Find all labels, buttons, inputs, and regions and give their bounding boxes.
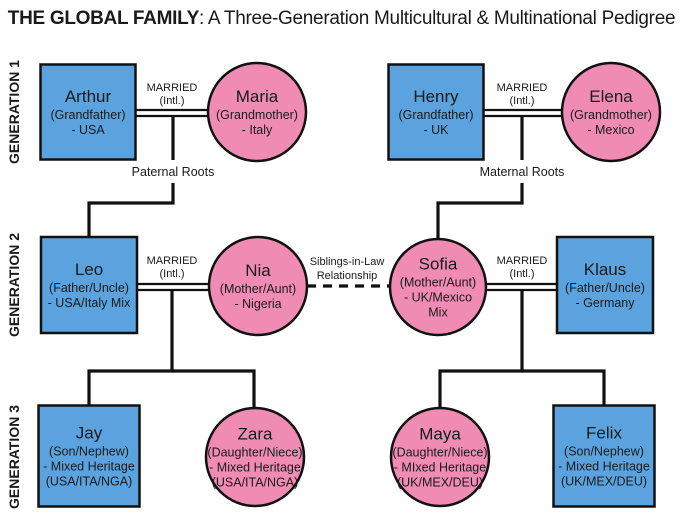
married-label-1: MARRIED (497, 82, 548, 94)
generation-3-label: GENERATION 3 (6, 405, 22, 509)
felix-square-symbol (552, 404, 656, 508)
married-label-0: MARRIED (147, 82, 198, 94)
jay-name: Jay (76, 424, 103, 443)
maria-detail-1: - Italy (242, 123, 273, 137)
descent-line-to-felix (522, 369, 606, 406)
sofia-name: Sofia (419, 255, 458, 274)
felix-name: Felix (586, 424, 622, 443)
person-node-maria: Maria (Grandmother)- Italy (206, 61, 308, 163)
descent-line-maternal-to-sofia (436, 183, 524, 239)
leo-detail-0: (Father/Uncle) (49, 281, 129, 295)
person-node-maya: Maya (Daughter/Niece)- MIxed Heritage(UK/… (389, 406, 491, 508)
elena-detail-1: - Mexico (587, 123, 634, 137)
maya-circle-symbol (389, 406, 491, 508)
person-node-zara: Zara (Daughter/Niece)- Mixed Heritage(USA… (204, 406, 306, 508)
elena-detail-0: (Grandmother) (570, 108, 652, 122)
felix-detail-0: (Son/Nephew) (564, 445, 644, 459)
henry-detail-1: - UK (424, 123, 450, 137)
felix-detail-2: (UK/MEX/DEU) (561, 475, 647, 489)
married-intl-label-0: (Intl.) (159, 95, 184, 107)
leo-detail-1: - USA/Italy Mix (48, 296, 131, 310)
henry-name: Henry (413, 87, 459, 106)
zara-detail-0: (Daughter/Niece) (207, 446, 302, 460)
title-bold: THE GLOBAL FAMILY (7, 8, 200, 29)
sofia-detail-1: - UK/Mexico (404, 291, 472, 305)
elena-name: Elena (589, 87, 633, 106)
married-label-3: MARRIED (497, 255, 548, 267)
person-node-jay: Jay (Son/Nephew)- Mixed Heritage(USA/ITA/… (37, 404, 141, 508)
zara-name: Zara (238, 425, 274, 444)
sofia-detail-0: (Mother/Aunt) (400, 276, 476, 290)
descent-line-to-jay (87, 290, 174, 406)
person-node-henry: Henry (Grandfather)- UK (387, 63, 485, 161)
maya-name: Maya (419, 425, 461, 444)
nia-detail-1: - Nigeria (234, 297, 281, 311)
relationship-labels: MARRIED(Intl.)MARRIED(Intl.)MARRIED(Intl… (132, 82, 565, 282)
leo-square-symbol (39, 235, 139, 335)
person-node-leo: Leo (Father/Uncle)- USA/Italy Mix (39, 235, 139, 335)
klaus-name: Klaus (584, 260, 627, 279)
leo-name: Leo (75, 260, 103, 279)
arthur-detail-0: (Grandfather) (50, 108, 125, 122)
descent-line-paternal-to-leo (87, 183, 175, 237)
person-nodes: Arthur(Grandfather)- USAMaria(Grandmothe… (37, 61, 662, 508)
siblings-in-law-label: Siblings-in-Law (310, 256, 385, 268)
maternal-roots-label: Maternal Roots (480, 165, 565, 179)
descent-line-to-zara (172, 369, 256, 408)
felix-detail-1: - Mixed Heritage (558, 460, 650, 474)
person-node-elena: Elena (Grandmother)- Mexico (560, 61, 662, 163)
maya-detail-2: (UK/MEX/DEU) (397, 476, 483, 490)
title-rest: : A Three-Generation Multicultural & Mul… (199, 8, 676, 29)
person-node-klaus: Klaus (Father/Uncle)- Germany (555, 235, 655, 335)
jay-detail-0: (Son/Nephew) (49, 445, 129, 459)
klaus-detail-0: (Father/Uncle) (565, 281, 645, 295)
person-node-nia: Nia (Mother/Aunt)- Nigeria (207, 235, 309, 337)
jay-detail-1: - Mixed Heritage (43, 460, 135, 474)
connector-lines (87, 108, 606, 408)
married-label-2: MARRIED (147, 255, 198, 267)
maya-detail-1: - MIxed Heritage (394, 461, 486, 475)
maria-circle-symbol (206, 61, 308, 163)
maya-detail-0: (Daughter/Niece) (392, 446, 487, 460)
sofia-circle-symbol (388, 237, 488, 337)
sofia-detail-2: Mix (428, 306, 448, 320)
generation-1-label: GENERATION 1 (6, 60, 22, 164)
married-intl-label-3: (Intl.) (509, 268, 534, 280)
nia-name: Nia (245, 261, 271, 280)
generation-2-label: GENERATION 2 (6, 233, 22, 337)
arthur-square-symbol (39, 63, 137, 161)
zara-detail-2: (USA/ITA/NGA) (212, 476, 299, 490)
married-intl-label-2: (Intl.) (159, 268, 184, 280)
maria-name: Maria (236, 87, 279, 106)
klaus-detail-1: - Germany (575, 296, 635, 310)
henry-square-symbol (387, 63, 485, 161)
arthur-name: Arthur (65, 87, 112, 106)
descent-line-to-maya (438, 290, 524, 408)
person-node-felix: Felix (Son/Nephew)- Mixed Heritage(UK/MEX… (552, 404, 656, 508)
henry-detail-0: (Grandfather) (398, 108, 473, 122)
elena-circle-symbol (560, 61, 662, 163)
married-intl-label-1: (Intl.) (509, 95, 534, 107)
person-node-arthur: Arthur (Grandfather)- USA (39, 63, 137, 161)
arthur-detail-1: - USA (71, 123, 105, 137)
zara-circle-symbol (204, 406, 306, 508)
maria-detail-0: (Grandmother) (216, 108, 298, 122)
klaus-square-symbol (555, 235, 655, 335)
zara-detail-1: - Mixed Heritage (209, 461, 301, 475)
paternal-roots-label: Paternal Roots (132, 165, 215, 179)
jay-detail-2: (USA/ITA/NGA) (46, 475, 133, 489)
nia-detail-0: (Mother/Aunt) (220, 282, 296, 296)
nia-circle-symbol (207, 235, 309, 337)
relationship-label: Relationship (317, 270, 378, 282)
jay-square-symbol (37, 404, 141, 508)
diagram-title: THE GLOBAL FAMILY: A Three-Generation Mu… (0, 8, 683, 30)
